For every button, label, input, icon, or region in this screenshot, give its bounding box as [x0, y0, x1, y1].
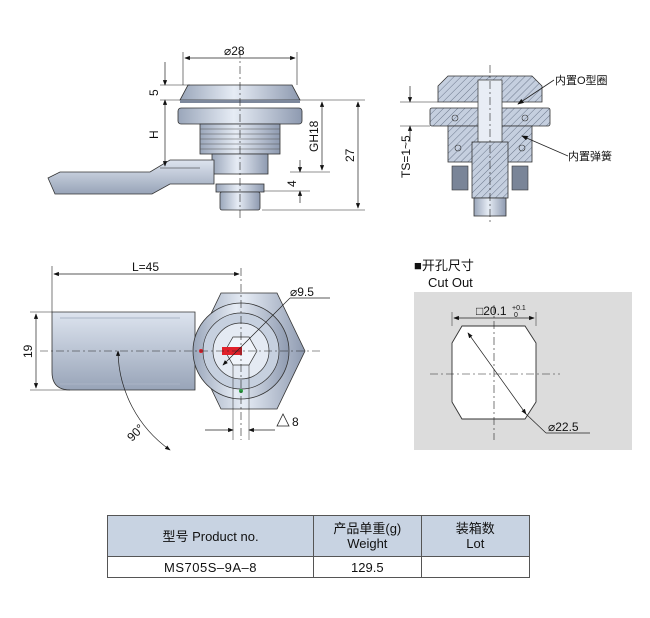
- cell-product: MS705S–9A–8: [106, 556, 315, 578]
- label-dia9-5: ⌀9.5: [290, 285, 314, 299]
- label-gh18: GH18: [307, 120, 321, 152]
- dim-diameter-28: ⌀28: [182, 44, 298, 85]
- label-spring: 内置弹簧: [568, 149, 612, 163]
- cutout-title-cn: ■开孔尺寸: [414, 258, 474, 273]
- header-weight: 产品单重(g)Weight: [313, 515, 422, 557]
- label-ts: TS=1~5: [399, 135, 413, 178]
- dim-w19: 19: [21, 311, 70, 391]
- header-product: 型号 Product no.: [106, 515, 315, 557]
- cell-weight: 129.5: [313, 556, 422, 578]
- label-dia28: ⌀28: [224, 44, 245, 58]
- note-oring: 内置O型圈: [517, 73, 608, 105]
- label-l45: L=45: [132, 260, 159, 274]
- note-spring: 内置弹簧: [521, 135, 612, 163]
- side-view-lock: [47, 84, 303, 211]
- cutout-title-en: Cut Out: [428, 275, 473, 290]
- dim-dia9-5: ⌀9.5: [222, 285, 330, 366]
- label-h5: 5: [147, 89, 161, 96]
- dim-triangle-8: 8: [205, 365, 299, 440]
- label-h27: 27: [343, 148, 357, 162]
- label-tol-lo: 0: [514, 312, 518, 319]
- cell-lot: [420, 556, 531, 578]
- table-row: MS705S–9A–8 129.5: [106, 556, 531, 578]
- label-sq20: □20.1: [476, 304, 507, 318]
- label-h4: 4: [285, 180, 299, 187]
- label-tri8: 8: [292, 415, 299, 429]
- label-dia22-5: ⌀22.5: [548, 420, 579, 434]
- cutout-drawing: □20.1 +0.1 0 ⌀22.5: [414, 292, 632, 450]
- label-tol-up: +0.1: [512, 305, 526, 312]
- dim-l45: L=45: [51, 260, 240, 312]
- dim-right-stack: GH18 27 4: [262, 99, 365, 211]
- label-w19: 19: [21, 344, 35, 358]
- dim-left-stack: 5 H: [147, 62, 200, 169]
- dim-ts: TS=1~5: [399, 86, 438, 178]
- label-oring: 内置O型圈: [555, 73, 608, 87]
- label-H: H: [147, 130, 161, 139]
